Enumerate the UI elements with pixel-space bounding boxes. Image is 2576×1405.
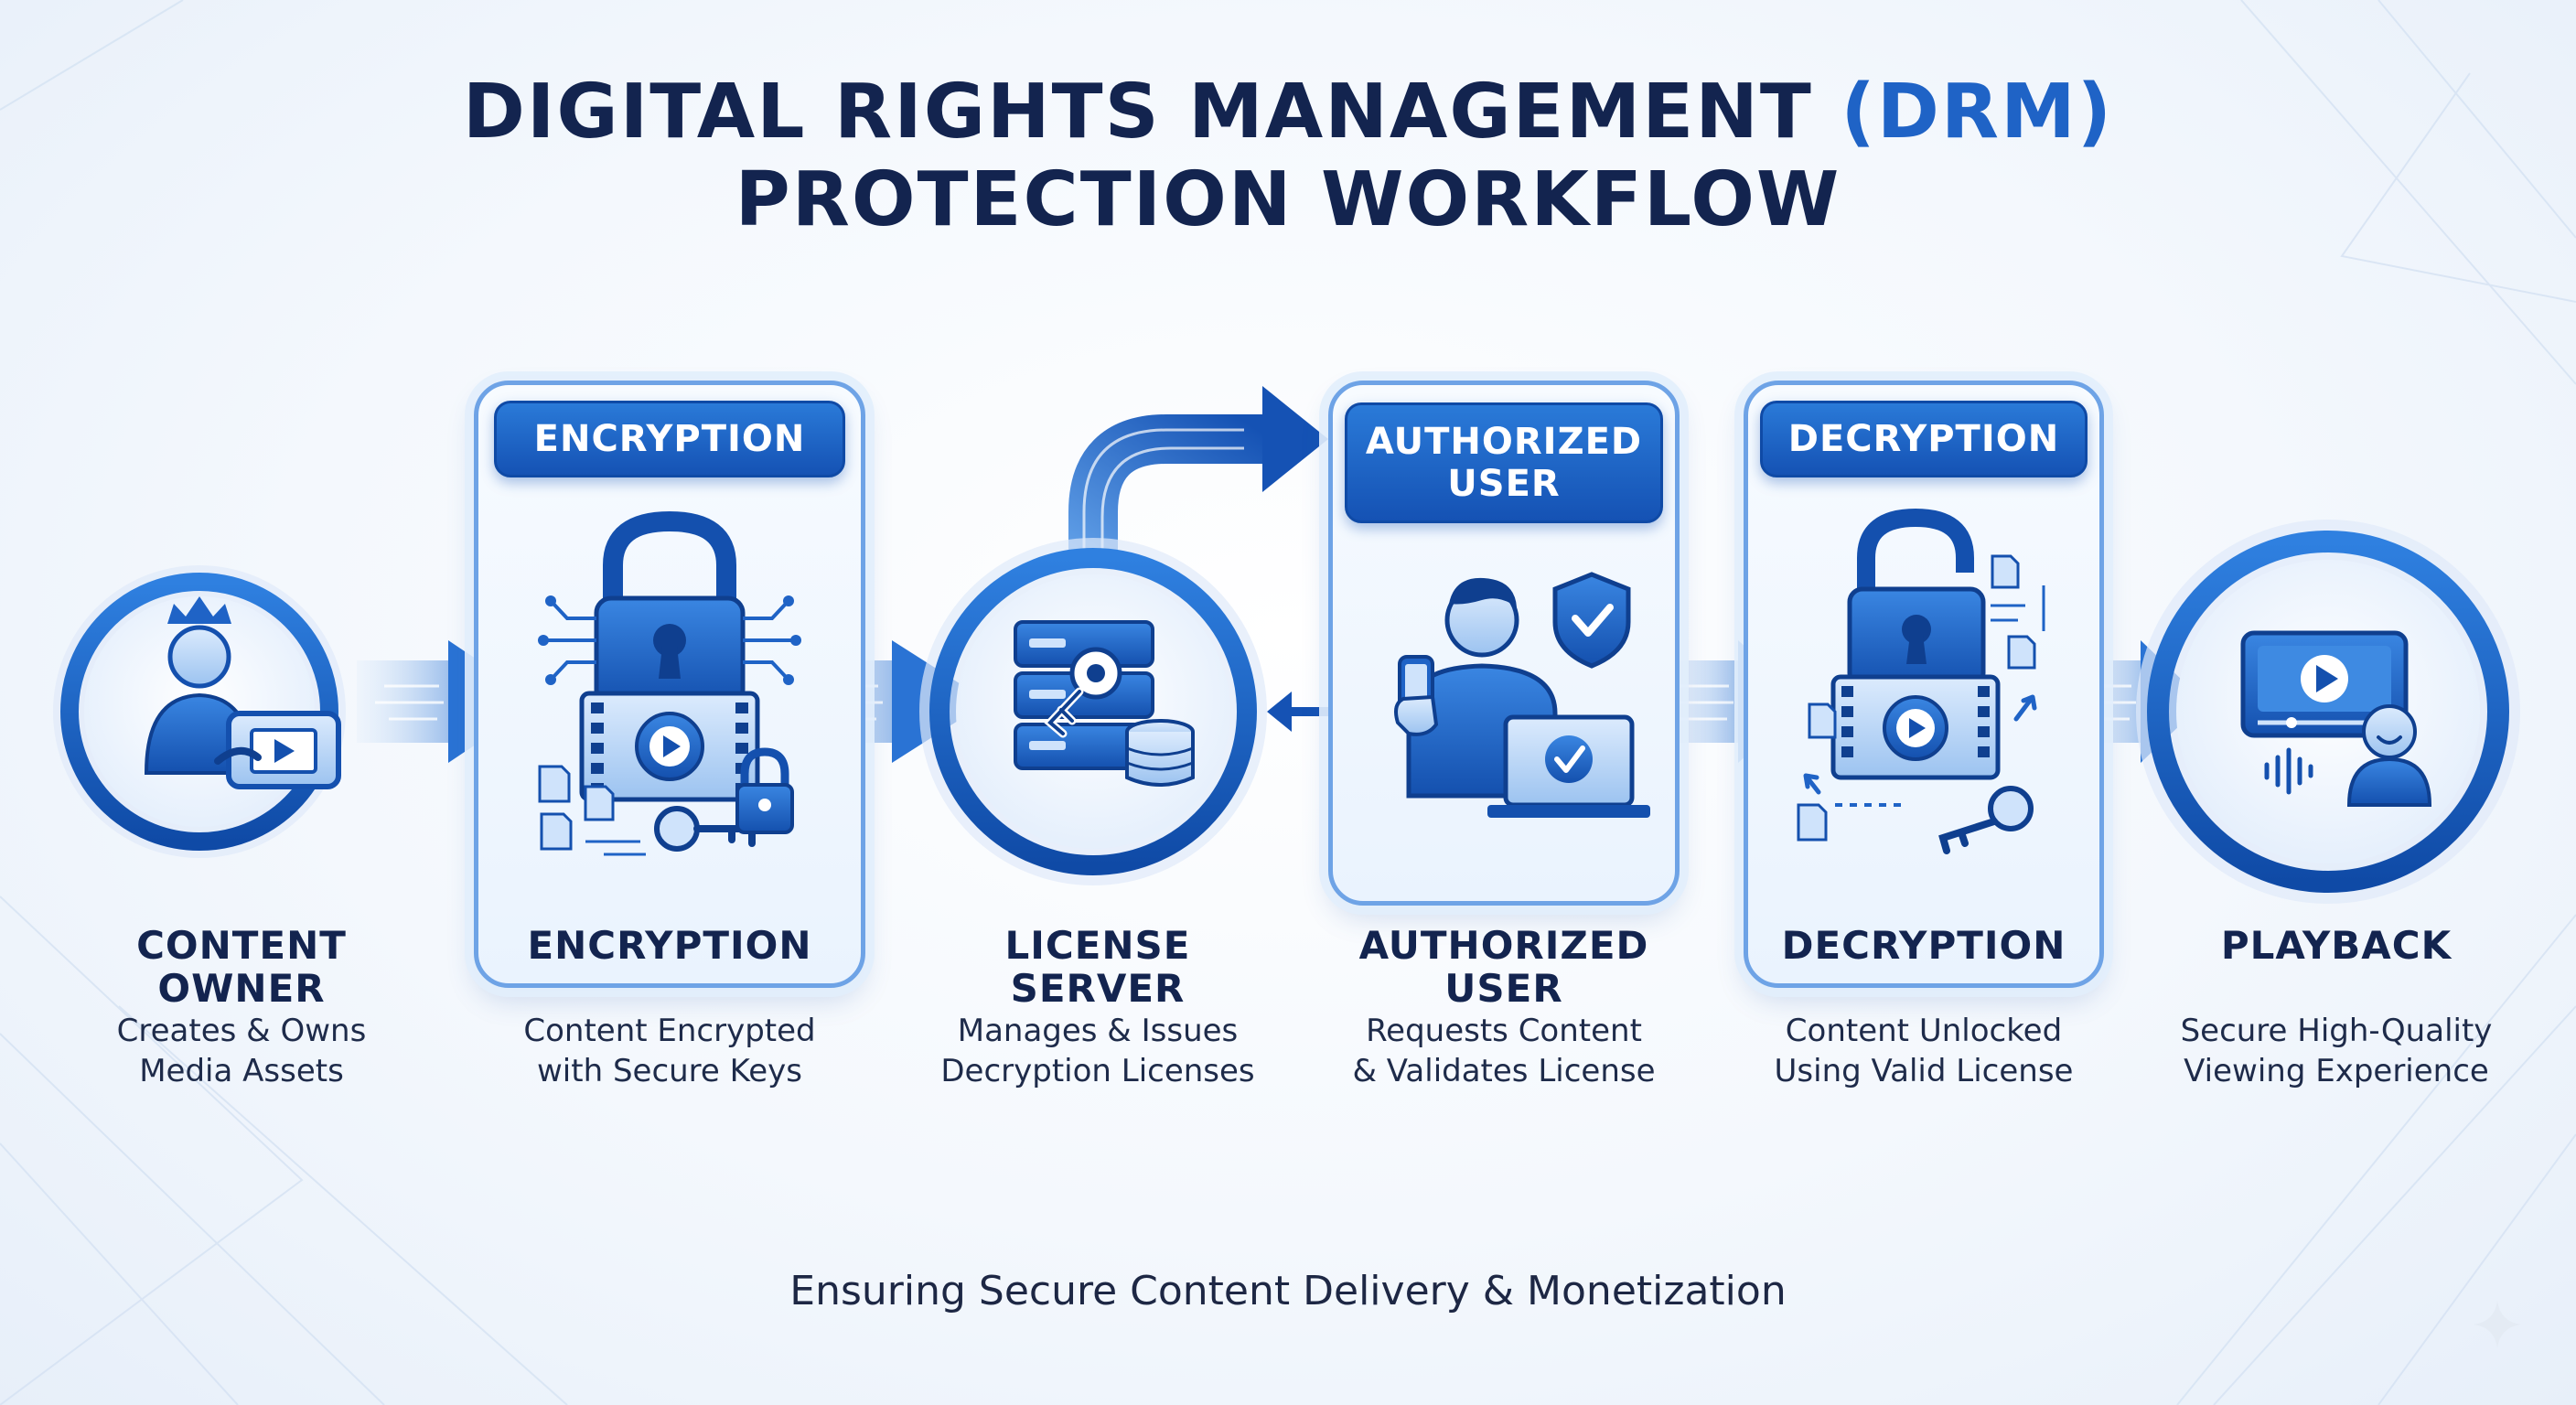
content-owner-title: CONTENT OWNER: [40, 924, 443, 1010]
license-server-desc-line-2: Decryption Licenses: [940, 1052, 1255, 1089]
decryption-desc-line-2: Using Valid License: [1774, 1052, 2074, 1089]
decryption-title: DECRYPTION: [1781, 923, 2066, 968]
user-phone-shield-laptop-icon: [1394, 572, 1650, 818]
video-player-viewer-icon: [2240, 630, 2432, 807]
authorized-user-header-line-2: USER: [1447, 463, 1561, 505]
unlocked-padlock-film-key-icon: [1797, 508, 2045, 854]
encryption-desc-line-2: with Secure Keys: [537, 1052, 802, 1089]
decryption-card: [1744, 381, 2104, 988]
lock-circuit-film-key-icon: [538, 510, 801, 856]
playback-title: PLAYBACK: [2220, 923, 2453, 968]
authorized-user-header-line-1: AUTHORIZED: [1365, 421, 1643, 463]
license-server-title: LICENSE SERVER: [896, 924, 1299, 1010]
content-owner-desc-line-1: Creates & Owns: [116, 1013, 367, 1049]
license-server-title-line-2: SERVER: [1010, 966, 1186, 1012]
content-owner-desc-line-2: Media Assets: [139, 1052, 344, 1089]
authorized-user-title-line-2: USER: [1444, 966, 1563, 1012]
page-title-line-2: PROTECTION WORKFLOW: [735, 156, 1841, 243]
footer-tagline: Ensuring Secure Content Delivery & Monet…: [789, 1268, 1787, 1314]
encryption-title: ENCRYPTION: [527, 923, 812, 968]
license-server-desc-line-1: Manages & Issues: [957, 1013, 1239, 1049]
authorized-user-header: AUTHORIZED USER: [1345, 402, 1663, 523]
decryption-description: Content Unlocked Using Valid License: [1723, 1012, 2125, 1091]
content-owner-title-line-2: OWNER: [157, 966, 326, 1012]
authorized-user-title-line-1: AUTHORIZED: [1358, 923, 1649, 968]
license-server-title-line-1: LICENSE: [1004, 923, 1191, 968]
playback-desc-line-1: Secure High-Quality: [2180, 1013, 2493, 1049]
title-accent-text: (DRM): [1841, 69, 2114, 156]
sparkle-icon: [2474, 1301, 2521, 1348]
playback-desc-line-2: Viewing Experience: [2184, 1052, 2489, 1089]
authorized-user-desc-line-2: & Validates License: [1352, 1052, 1656, 1089]
authorized-user-title: AUTHORIZED USER: [1303, 924, 1705, 1010]
title-main-text: DIGITAL RIGHTS MANAGEMENT: [462, 69, 1813, 156]
server-key-database-icon: [1014, 620, 1195, 787]
content-owner-title-line-1: CONTENT: [136, 923, 347, 968]
encryption-header: ENCRYPTION: [494, 401, 845, 477]
playback-description: Secure High-Quality Viewing Experience: [2135, 1012, 2538, 1091]
encryption-description: Content Encrypted with Secure Keys: [468, 1012, 871, 1091]
license-server-description: Manages & Issues Decryption Licenses: [896, 1012, 1299, 1091]
curved-arrow-server-to-user: [1068, 386, 1328, 558]
authorized-user-description: Requests Content & Validates License: [1303, 1012, 1705, 1091]
crowned-user-video-icon: [144, 596, 341, 789]
decryption-desc-line-1: Content Unlocked: [1785, 1013, 2063, 1049]
encryption-desc-line-1: Content Encrypted: [523, 1013, 816, 1049]
page-title-line-1: DIGITAL RIGHTS MANAGEMENT (DRM): [0, 75, 2576, 150]
decryption-header: DECRYPTION: [1760, 401, 2088, 477]
authorized-user-desc-line-1: Requests Content: [1366, 1013, 1642, 1049]
content-owner-description: Creates & Owns Media Assets: [40, 1012, 443, 1091]
